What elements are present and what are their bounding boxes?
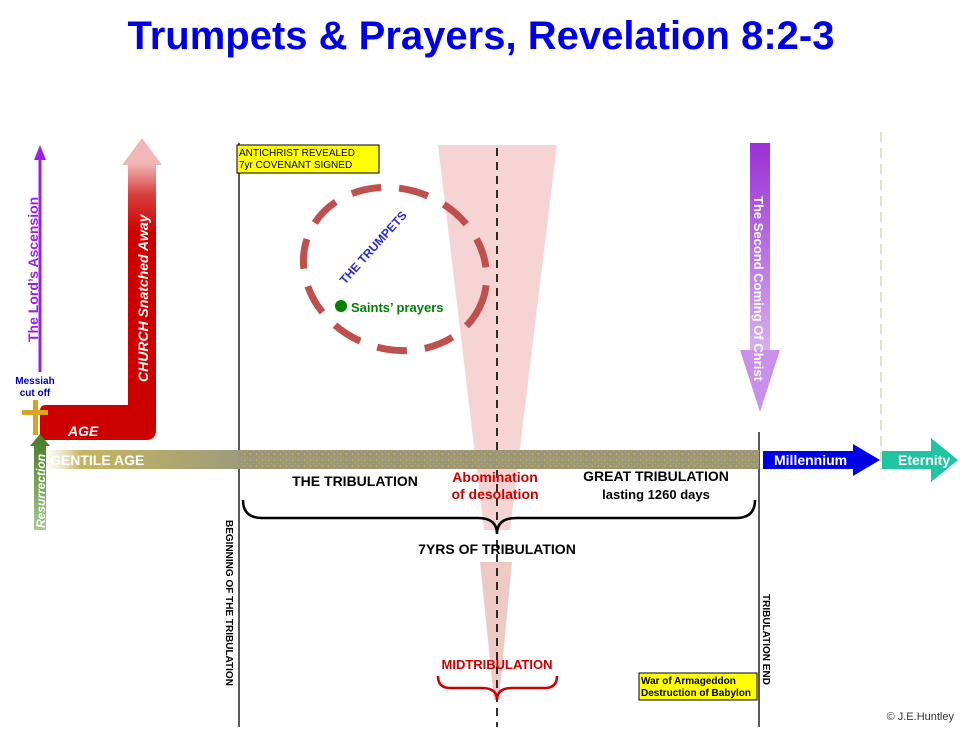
age-label: AGE	[67, 423, 99, 439]
tribulation-bar	[239, 450, 759, 469]
abomination-label-1: Abomination	[452, 469, 538, 485]
midtribulation-cone-lower	[480, 562, 512, 700]
midtribulation-brace	[436, 675, 559, 701]
church-label: CHURCH	[50, 404, 112, 420]
second-coming-arrowhead	[740, 350, 780, 412]
armageddon-label-1: War of Armageddon	[641, 676, 736, 687]
gentile-age-label: GENTILE AGE	[50, 452, 144, 468]
seven-years-label: 7YRS OF TRIBULATION	[418, 541, 576, 557]
eternity-shaft	[882, 451, 932, 469]
antichrist-label-1: ANTICHRIST REVEALED	[239, 148, 355, 159]
tribulation-end-label: TRIBULATION END	[760, 594, 771, 685]
messiah-label-2: cut off	[20, 388, 51, 399]
millennium-label: Millennium	[774, 452, 847, 468]
saints-prayers-label: Saints’ prayers	[351, 300, 444, 315]
abomination-label-2: of desolation	[451, 486, 538, 502]
page-title: Trumpets & Prayers, Revelation 8:2-3	[127, 14, 835, 58]
resurrection-arrowhead	[30, 434, 50, 446]
copyright-label: © J.E.Huntley	[886, 711, 954, 723]
midtribulation-label: MIDTRIBULATION	[442, 657, 553, 672]
ascension-arrowhead	[34, 145, 46, 160]
messiah-label-1: Messiah	[15, 376, 54, 387]
millennium-arrowhead	[853, 444, 880, 476]
antichrist-label-2: 7yr COVENANT SIGNED	[239, 160, 352, 171]
resurrection-label: Resurrection	[34, 454, 48, 528]
second-coming-label: The Second Coming Of Christ	[751, 196, 766, 382]
armageddon-box	[638, 672, 758, 701]
armageddon-label-2: Destruction of Babylon	[641, 688, 751, 699]
lords-ascension-label: The Lord’s Ascension	[25, 197, 41, 342]
eternity-label: Eternity	[898, 452, 950, 468]
great-tribulation-label-1: GREAT TRIBULATION	[583, 468, 729, 484]
antichrist-box	[236, 144, 380, 174]
beginning-label: BEGINNING OF THE TRIBULATION	[223, 520, 234, 686]
trumpets-ring	[299, 183, 491, 355]
church-snatched-arrowhead	[122, 138, 162, 165]
eternity-arrowhead	[931, 438, 958, 482]
great-tribulation-label-2: lasting 1260 days	[602, 487, 710, 502]
church-snatched-label: CHURCH Snatched Away	[135, 213, 151, 382]
the-trumpets-label: THE TRUMPETS	[337, 208, 410, 287]
gentile-age-bar	[40, 450, 240, 469]
millennium-shaft	[763, 451, 855, 469]
saints-prayers-dot	[335, 300, 347, 312]
cross-icon	[22, 400, 48, 435]
resurrection-arrow-shaft	[34, 444, 46, 530]
church-snatched-shaft-top	[128, 163, 156, 233]
seven-years-brace	[241, 499, 757, 535]
second-coming-shaft	[750, 143, 770, 353]
the-tribulation-label: THE TRIBULATION	[292, 473, 418, 489]
